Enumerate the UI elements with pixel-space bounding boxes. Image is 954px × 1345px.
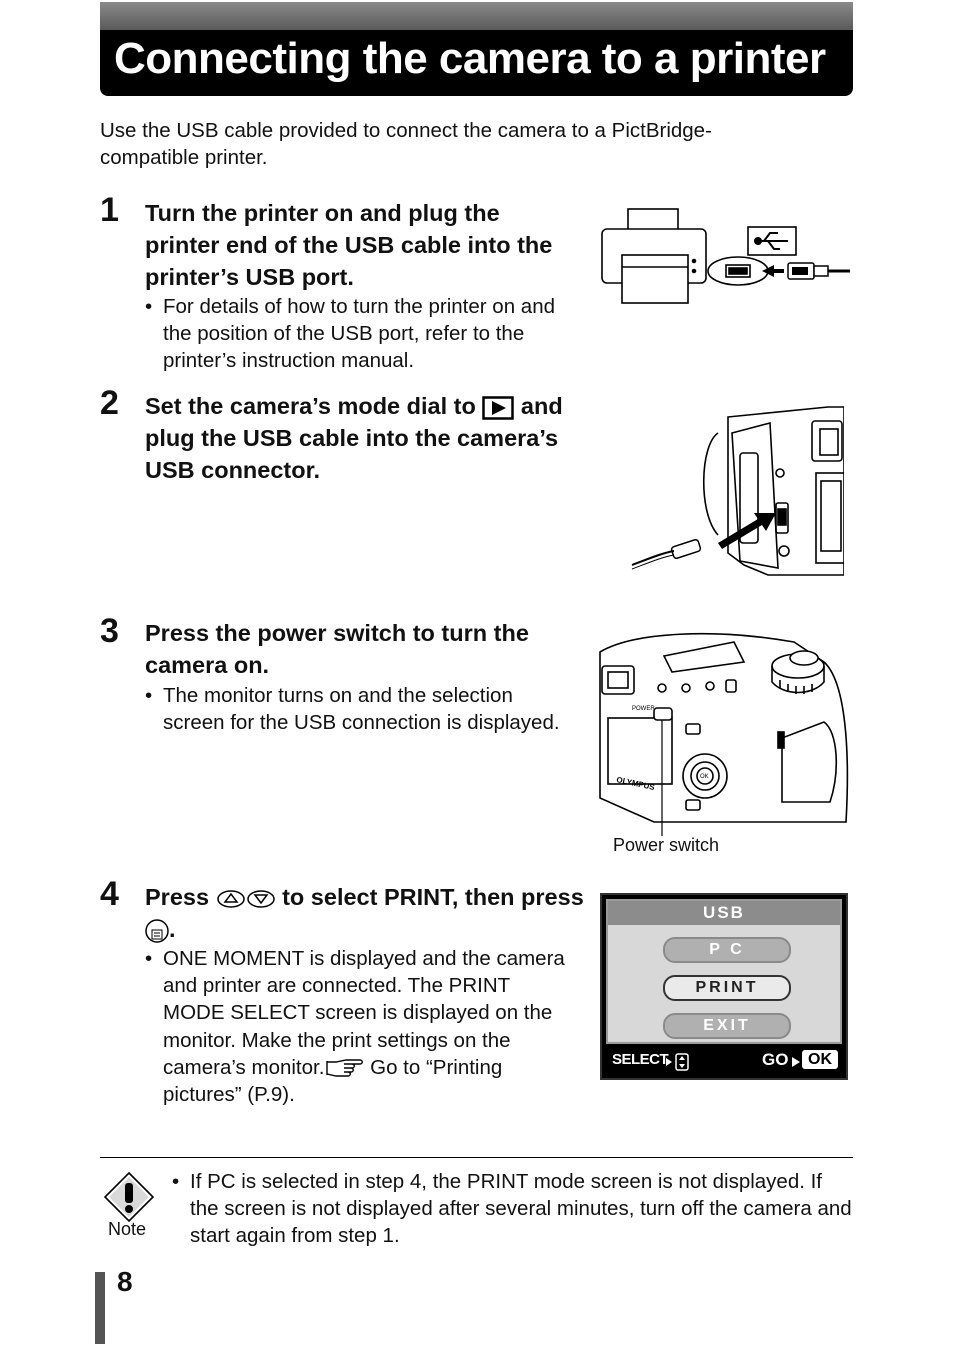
step-3-heading: Press the power switch to turn the camer… <box>145 620 529 678</box>
usb-selection-screen: USB P C PRINT EXIT SELECT GO OK <box>600 893 848 1080</box>
step-4-bullet-body: ONE MOMENT is displayed and the camera a… <box>163 945 573 1108</box>
usb-symbol-icon <box>754 232 788 250</box>
step-4-heading-part3: . <box>169 916 176 942</box>
usb-option-print: PRINT <box>663 975 791 1001</box>
step-3-number: 3 <box>100 612 119 650</box>
step-4-bullet-text: ONE MOMENT is displayed and the camera a… <box>163 947 565 1079</box>
page-number: 8 <box>117 1266 133 1297</box>
page-title: Connecting the camera to a printer <box>114 34 826 83</box>
play-mode-icon <box>482 396 515 420</box>
usb-screen-title: USB <box>608 901 840 925</box>
reference-hand-icon <box>326 1059 364 1078</box>
ok-badge: OK <box>802 1050 838 1069</box>
step-3-bullet: • The monitor turns on and the selection… <box>145 682 570 736</box>
step-1-bullet-text: For details of how to turn the printer o… <box>163 295 556 373</box>
bullet-dot: • <box>172 1170 180 1193</box>
printer-usb-illustration <box>601 208 850 304</box>
note-text: If PC is selected in step 4, the PRINT m… <box>190 1170 852 1247</box>
title-bar: Connecting the camera to a printer <box>100 2 853 96</box>
step-4-heading: Press to select PRINT, then press . <box>145 881 585 945</box>
arrow-up-button-icon <box>216 890 245 908</box>
step-2-heading-part1: Set the camera’s mode dial to <box>145 393 476 419</box>
intro-paragraph: Use the USB cable provided to connect th… <box>100 119 712 169</box>
camera-ok-label: OK <box>700 774 709 780</box>
camera-usb-connector-illustration <box>631 406 844 576</box>
step-4-number: 4 <box>100 875 119 913</box>
step-4-bullet-link: Go to “Printing pictures” (P.9). <box>163 1055 503 1107</box>
usb-option-pc: P C <box>663 937 791 963</box>
note-divider <box>100 1157 853 1158</box>
step-4-bullet: • ONE MOMENT is displayed and the camera… <box>145 945 573 1108</box>
step-1-bullet: • For details of how to turn the printer… <box>145 293 570 375</box>
go-arrow-icon <box>792 1057 800 1067</box>
usb-screen-panel: USB P C PRINT EXIT <box>606 899 842 1044</box>
go-label: GO <box>762 1050 789 1069</box>
camera-power-label: POWER <box>632 706 655 712</box>
step-4-heading-part2: to select PRINT, then press <box>282 884 584 910</box>
usb-option-exit: EXIT <box>663 1013 791 1039</box>
arrow-down-button-icon <box>246 890 275 908</box>
note-label: Note <box>108 1219 147 1239</box>
warning-note-icon <box>103 1171 155 1222</box>
usb-screen-footer: SELECT GO OK <box>606 1048 842 1074</box>
page-marker-bar <box>95 1272 105 1344</box>
ok-button-icon <box>145 919 169 943</box>
select-arrows-icon <box>666 1053 689 1071</box>
step-1-number: 1 <box>100 191 119 229</box>
bullet-dot: • <box>145 295 153 318</box>
step-2-heading: Set the camera’s mode dial to and plug t… <box>145 390 575 486</box>
step-4-heading-part1: Press <box>145 884 210 910</box>
bullet-dot: • <box>145 947 153 970</box>
step-1-heading: Turn the printer on and plug the printer… <box>145 200 553 290</box>
step-2-heading-part2: and plug the USB cable into the camera’s… <box>145 393 563 483</box>
step-2-number: 2 <box>100 384 119 422</box>
select-label: SELECT <box>612 1051 669 1068</box>
bullet-dot: • <box>145 684 153 707</box>
step-3-bullet-text: The monitor turns on and the selection s… <box>163 684 560 735</box>
title-gradient <box>100 2 853 30</box>
camera-back-illustration: POWER OLYMPUS OK <box>599 632 849 836</box>
note-bullet: • If PC is selected in step 4, the PRINT… <box>172 1168 852 1249</box>
power-switch-caption: Power switch <box>613 835 720 855</box>
